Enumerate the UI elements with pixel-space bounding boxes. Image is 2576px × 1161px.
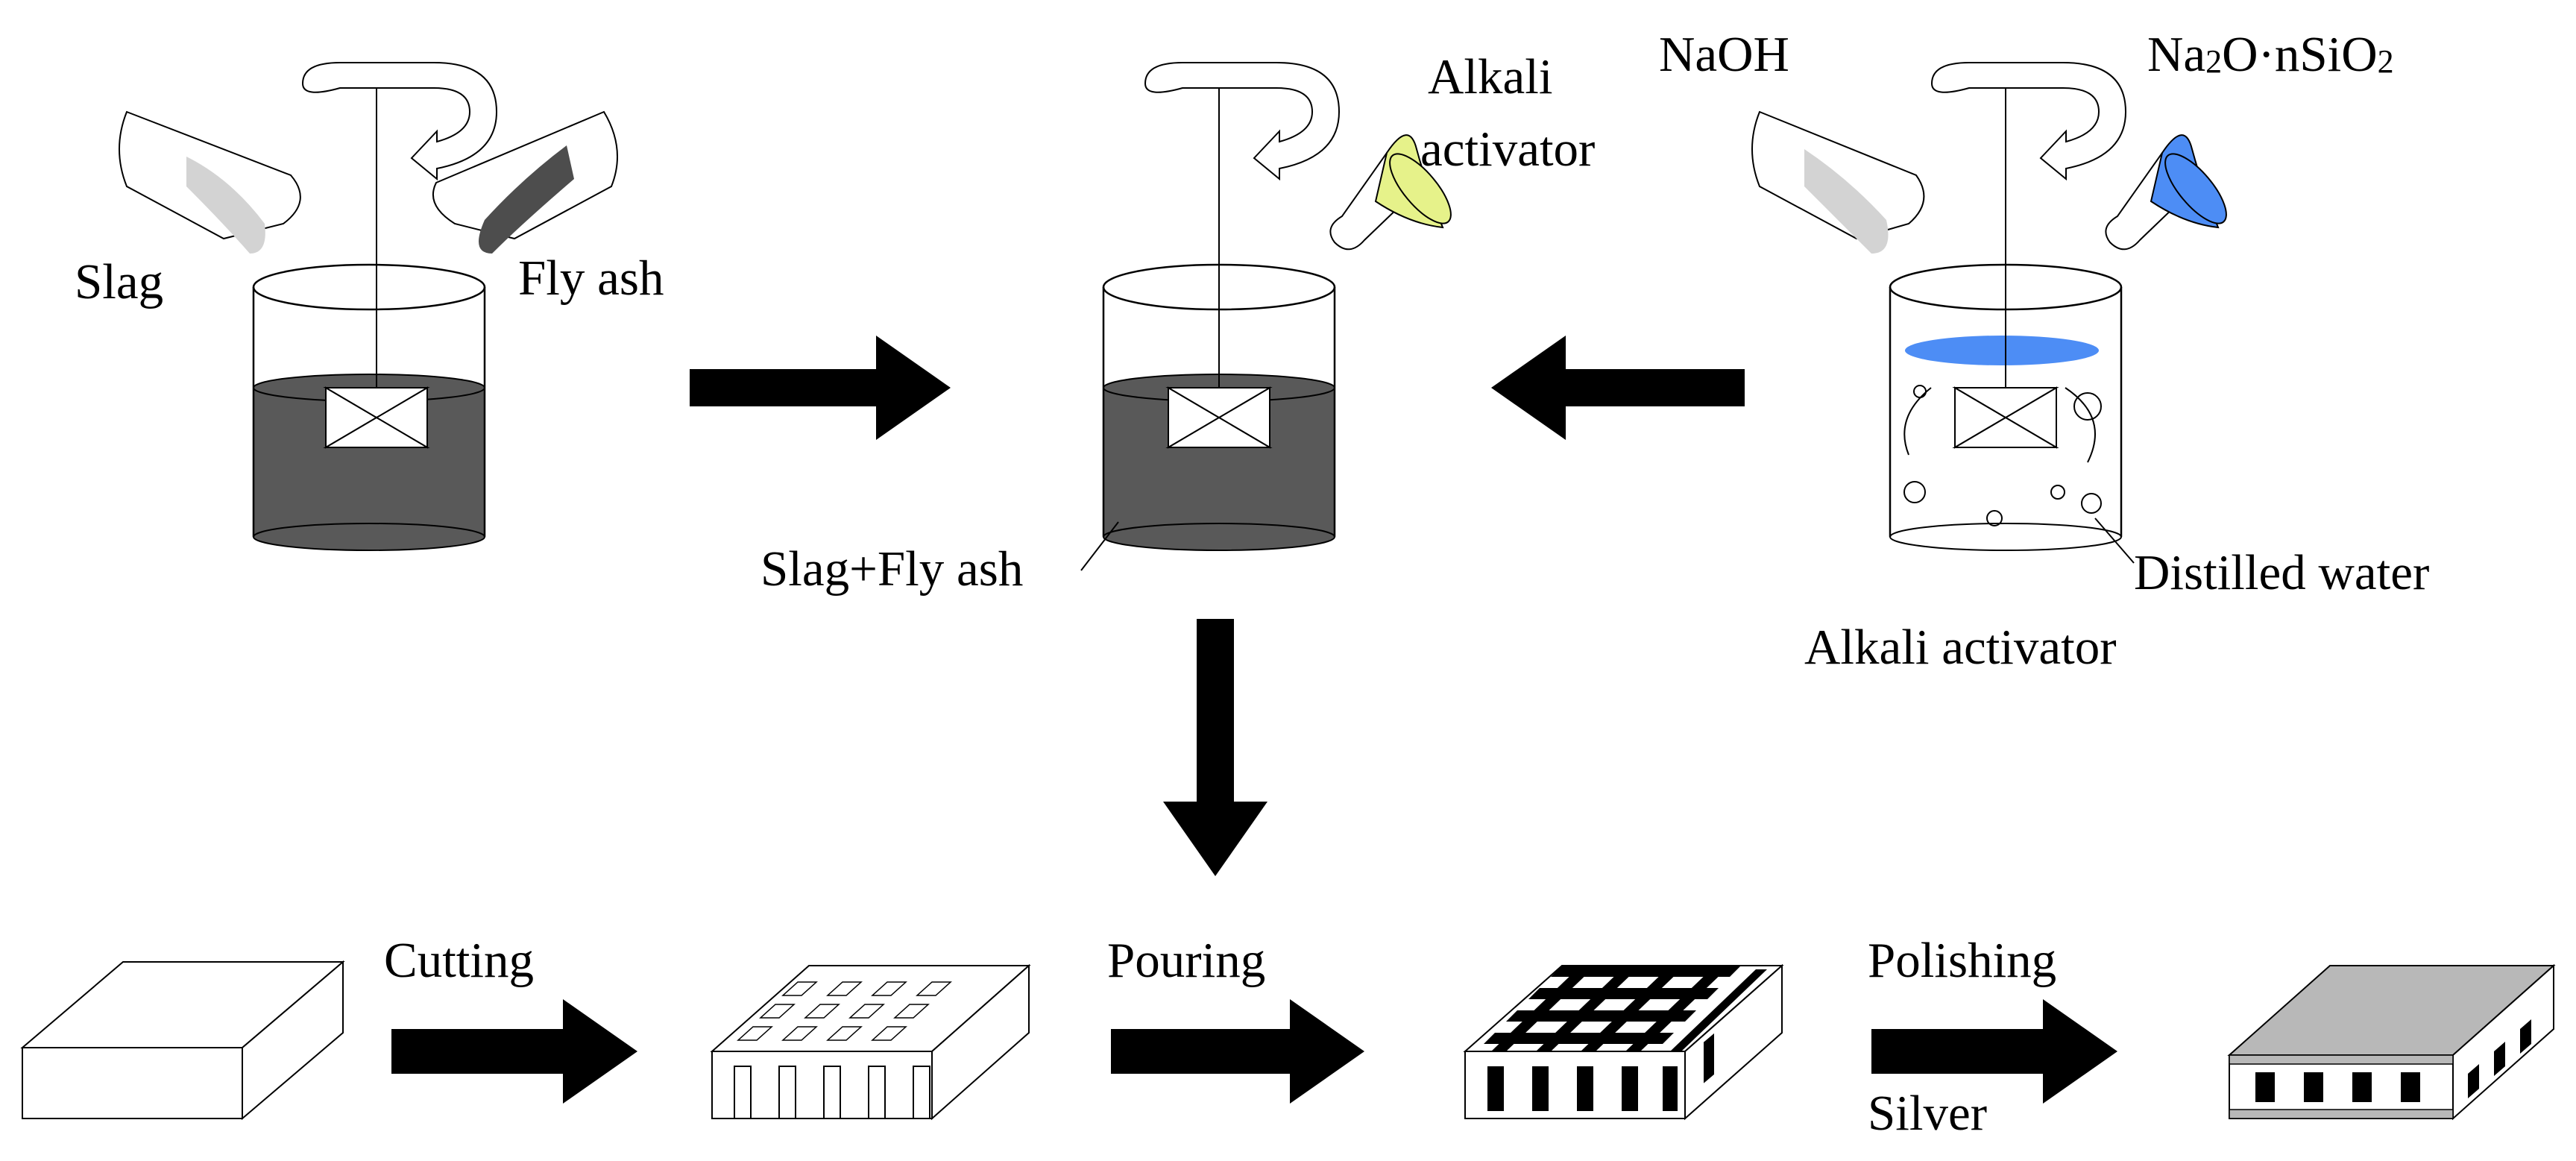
stirrer-blade-icon: [1168, 387, 1270, 448]
arrow-right-pouring: [1111, 999, 1364, 1104]
label-naoh: NaOH: [1659, 27, 1789, 82]
label-sodium-silicate: Na2O·nSiO2: [2147, 27, 2394, 82]
beaker-mixing-powders: [252, 62, 497, 551]
naoh-scoop-icon: [1751, 110, 1925, 254]
arrow-right-polishing: [1871, 999, 2117, 1104]
label-silver: Silver: [1868, 1086, 1987, 1141]
block-blank: [20, 960, 345, 1121]
slag-scoop-icon: [119, 110, 301, 254]
label-alkali-activator-beaker: Alkali activator: [1804, 620, 2117, 675]
arrow-right-1: [690, 336, 951, 440]
arrow-right-cutting: [391, 999, 637, 1104]
label-fly-ash: Fly ash: [518, 251, 664, 306]
label-polishing: Polishing: [1868, 933, 2056, 988]
block-poured: [1463, 963, 1784, 1121]
label-slag: Slag: [75, 254, 163, 309]
label-distilled-water: Distilled water: [2134, 545, 2429, 600]
label-cutting: Cutting: [384, 933, 534, 988]
silicate-layer: [1905, 336, 2099, 365]
label-pouring: Pouring: [1107, 933, 1265, 988]
stirrer-blade-icon: [325, 387, 428, 448]
rotation-arrow-icon: [1144, 62, 1340, 180]
stirrer-blade-icon: [1954, 387, 2057, 448]
arrow-left-2: [1491, 336, 1745, 440]
label-slag-fly-ash: Slag+Fly ash: [760, 541, 1023, 597]
silicate-funnel-icon: [2105, 134, 2227, 251]
rotation-arrow-icon: [1931, 62, 2126, 180]
rotation-arrow-icon: [302, 62, 497, 180]
activator-funnel-icon: [1329, 134, 1452, 251]
beaker-slurry: [1102, 62, 1340, 551]
label-alkali-activator-funnel-2: activator: [1420, 122, 1595, 177]
beaker-activator: [1889, 62, 2126, 551]
block-final-silvered: [2227, 963, 2556, 1121]
arrow-down-3: [1163, 619, 1267, 876]
block-cut: [710, 963, 1031, 1121]
fly-ash-scoop-icon: [432, 110, 618, 254]
label-alkali-activator-funnel-1: Alkali: [1428, 49, 1552, 104]
